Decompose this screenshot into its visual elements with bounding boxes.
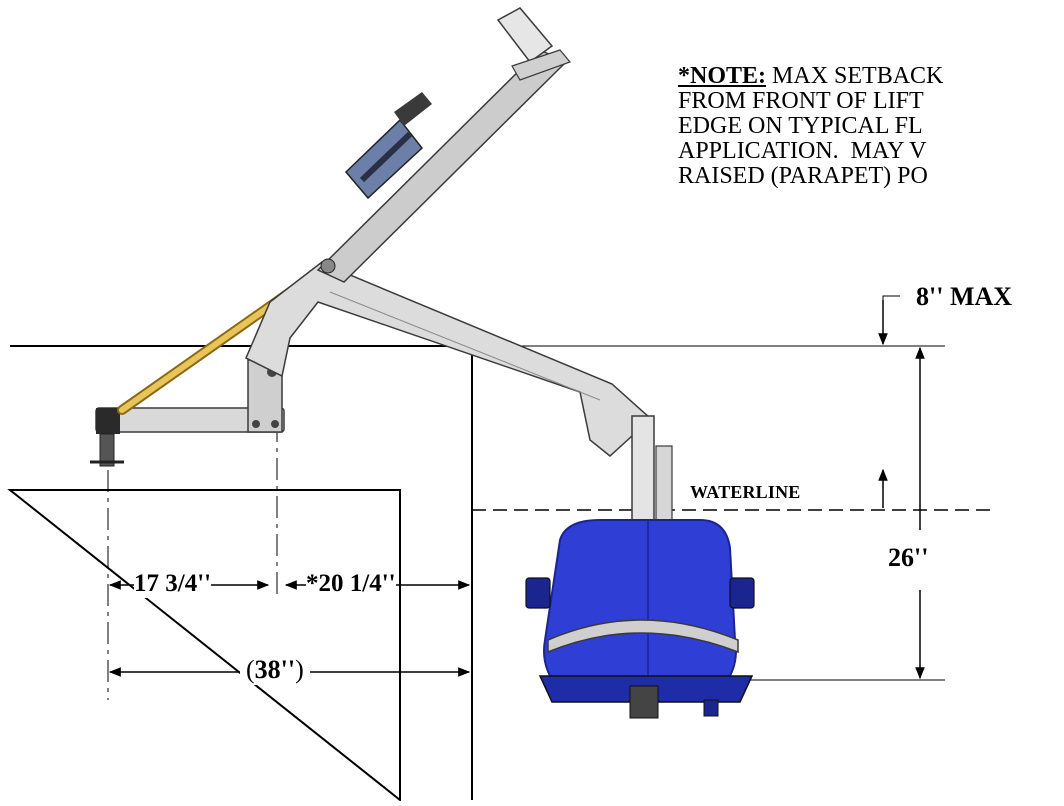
max-leader-line bbox=[882, 295, 900, 300]
waterline-label: WATERLINE bbox=[690, 482, 801, 502]
note-line-3: EDGE ON TYPICAL FL bbox=[678, 113, 923, 139]
seat-post bbox=[631, 415, 655, 521]
setback-note: *NOTE: MAX SETBACK FROM FRONT OF LIFT ED… bbox=[678, 64, 943, 189]
anchor-block bbox=[96, 408, 120, 434]
pivot-to-edge-label: *20 1/4'' bbox=[306, 570, 396, 598]
actuator-head bbox=[496, 7, 554, 64]
note-line-5: RAISED (PARAPET) PO bbox=[678, 163, 928, 189]
note-line-2: FROM FRONT OF LIFT bbox=[678, 88, 924, 114]
seat-strap bbox=[547, 619, 739, 654]
anchor-bolt bbox=[99, 433, 115, 467]
total-setback-value: 38'' bbox=[254, 655, 296, 684]
note-line-1: MAX SETBACK bbox=[766, 63, 944, 89]
anchor-to-pivot-label: 17 3/4'' bbox=[134, 570, 212, 598]
note-line-4: APPLICATION. MAY V bbox=[678, 138, 927, 164]
note-lead: *NOTE: bbox=[678, 63, 767, 89]
seat-depth-label: 26'' bbox=[888, 543, 929, 573]
lift-seat bbox=[543, 519, 737, 691]
total-setback-label: (38'') bbox=[240, 655, 310, 685]
max-height-label: 8'' MAX bbox=[916, 282, 1013, 311]
